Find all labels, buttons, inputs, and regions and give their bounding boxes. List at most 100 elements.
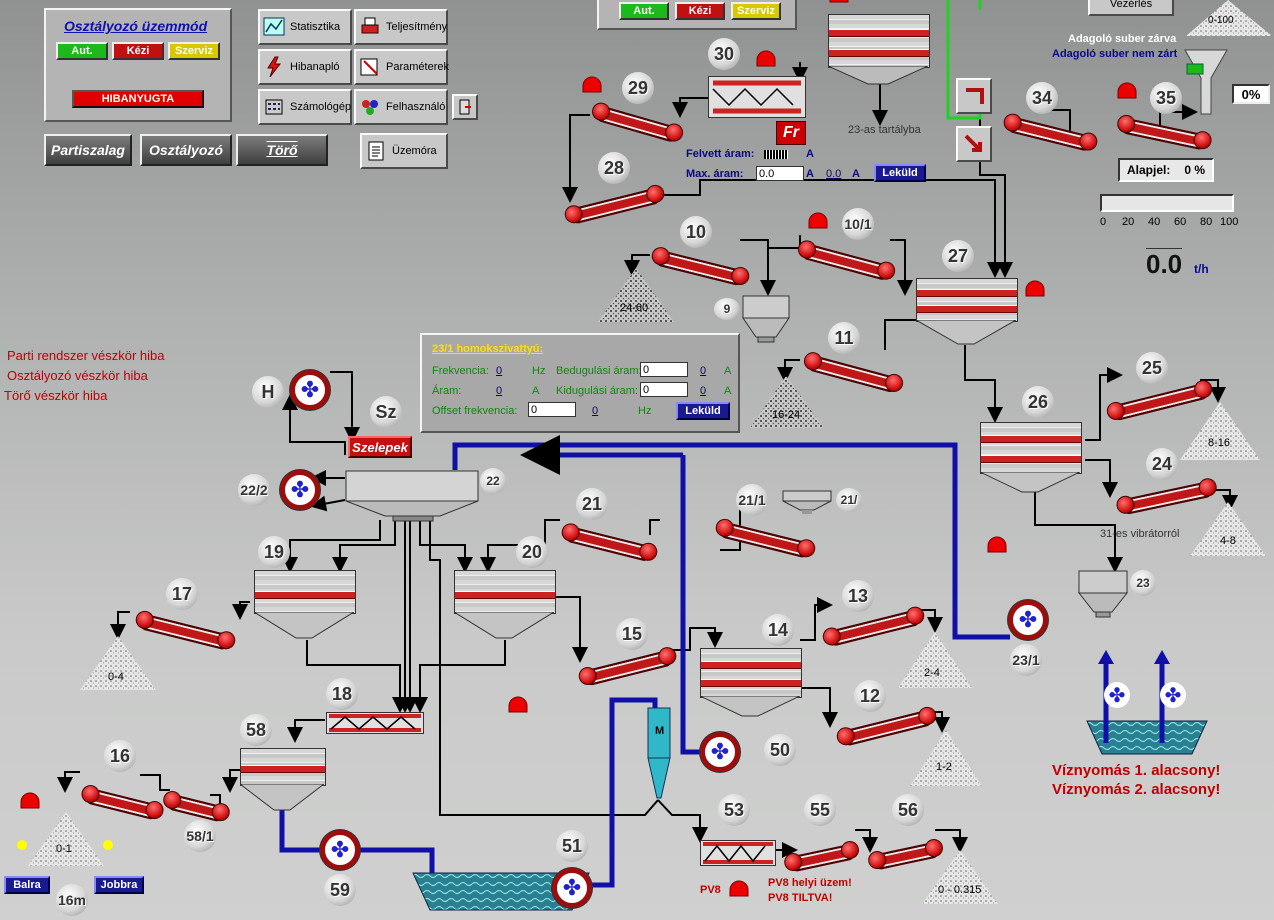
valve-open-button[interactable] (956, 78, 992, 114)
statistics-button[interactable]: Statisztika (258, 9, 352, 45)
user-button[interactable]: Felhasználó (354, 89, 448, 125)
parameters-button[interactable]: Paraméterek (354, 49, 449, 85)
screen-14[interactable] (700, 648, 802, 698)
pile-0-1: 0-1 (56, 843, 72, 855)
calculator-button[interactable]: Számológép (258, 89, 352, 125)
calculator-label: Számológép (290, 101, 352, 113)
id-22: 22 (480, 468, 506, 494)
feeder-funnel[interactable] (1183, 48, 1229, 116)
pump-51[interactable]: ✤ (552, 868, 592, 908)
fan-icon: ✤ (1018, 607, 1038, 632)
manual-mode-button[interactable]: Kézi (112, 42, 164, 60)
hopper-14 (700, 696, 800, 717)
id-27: 27 (942, 240, 974, 272)
bin-23[interactable] (1078, 570, 1128, 620)
pump-h[interactable]: ✤ (290, 370, 330, 410)
screen-27[interactable] (916, 278, 1018, 322)
id-23-1: 23/1 (1010, 644, 1042, 676)
pump-23-1[interactable]: ✤ (1008, 600, 1048, 640)
user-label: Felhasználó (386, 101, 446, 113)
pump-50[interactable]: ✤ (700, 732, 740, 772)
pump-59[interactable]: ✤ (320, 830, 360, 870)
screen-19[interactable] (254, 570, 356, 614)
id-22-2: 22/2 (238, 474, 270, 506)
pile-0-4: 0-4 (108, 671, 124, 683)
block-current-value: 0 (700, 365, 707, 377)
fault-log-button[interactable]: Hibanapló (258, 49, 352, 85)
setpoint-slider[interactable] (1100, 194, 1234, 212)
unblock-current-value: 0 (700, 385, 707, 397)
sand-pump-send-button[interactable]: Leküld (676, 402, 730, 420)
mill-18[interactable] (326, 712, 424, 734)
id-13: 13 (842, 580, 874, 612)
top-manual-button[interactable]: Kézi (675, 2, 725, 20)
performance-button[interactable]: Teljesítmény (354, 9, 448, 45)
fan-icon-water-1: ✤ (1104, 682, 1130, 708)
fan-icon: ✤ (300, 377, 320, 402)
bin-21[interactable] (782, 490, 832, 516)
control-button[interactable]: Vezérlés (1088, 0, 1174, 16)
scale-60: 60 (1174, 216, 1187, 228)
sixteen-m-badge: 16m (56, 884, 88, 916)
screen-26[interactable] (980, 422, 1082, 474)
id-19: 19 (258, 536, 290, 568)
service-mode-button[interactable]: Szerviz (168, 42, 220, 60)
tab-osztalyozo[interactable]: Osztályozó (140, 134, 232, 166)
mill-30[interactable] (708, 76, 806, 118)
valves-button[interactable]: Szelepek (348, 436, 412, 458)
hydrocyclone-label: M (655, 725, 665, 737)
left-button[interactable]: Balra (4, 876, 50, 894)
current-unit: A (806, 148, 814, 160)
valve-close-button[interactable] (956, 126, 992, 162)
auto-mode-button[interactable]: Aut. (56, 42, 108, 60)
id-17: 17 (166, 578, 198, 610)
screen-top[interactable] (828, 14, 930, 68)
right-button[interactable]: Jobbra (94, 876, 144, 894)
hydrocyclone-m[interactable] (645, 706, 673, 808)
pv8-disabled-msg: PV8 TILTVA! (768, 892, 833, 904)
hopper-27 (916, 320, 1016, 345)
pile-0-100: 0-100 (1208, 15, 1234, 26)
logout-button[interactable] (452, 94, 478, 120)
water-pressure-msg-2: Víznyomás 2. alacsony! (1052, 781, 1221, 798)
max-current-input[interactable] (756, 166, 804, 181)
screen-20[interactable] (454, 570, 556, 614)
block-current-unit: A (724, 365, 732, 377)
id-16: 16 (104, 740, 136, 772)
classifier-22[interactable] (345, 470, 480, 522)
screen-58[interactable] (240, 748, 326, 786)
offset-label: Offset frekvencia: (432, 405, 518, 417)
parameters-label: Paraméterek (386, 61, 449, 73)
fan-icon: ✤ (562, 875, 582, 900)
max-current-label: Max. áram: (686, 168, 744, 180)
pump-22-2[interactable]: ✤ (280, 470, 320, 510)
fan-icon: ✤ (330, 837, 350, 862)
operating-hours-button[interactable]: Üzemóra (360, 133, 448, 169)
id-18: 18 (326, 678, 358, 710)
top-service-button[interactable]: Szerviz (731, 2, 781, 20)
vibro-label: 31-es vibrátorról (1100, 528, 1180, 540)
tab-partiszalag[interactable]: Partiszalag (44, 134, 132, 166)
id-24: 24 (1146, 448, 1178, 480)
unblock-current-input[interactable] (640, 382, 688, 397)
block-current-input[interactable] (640, 362, 688, 377)
offset-input[interactable] (528, 402, 576, 417)
top-auto-button[interactable]: Aut. (619, 2, 669, 20)
id-23: 23 (1130, 570, 1156, 596)
fr-indicator[interactable]: Fr (776, 121, 806, 145)
mill-53[interactable] (700, 840, 776, 866)
scale-100: 100 (1220, 216, 1239, 228)
bin-9[interactable] (742, 295, 790, 345)
send-current-button[interactable]: Leküld (874, 164, 926, 182)
fault-reset-button[interactable]: HIBANYUGTA (72, 90, 204, 108)
tab-toro[interactable]: Törő (236, 134, 328, 166)
id-10-1: 10/1 (842, 208, 874, 240)
hopper-58 (240, 784, 324, 811)
document-icon (368, 141, 384, 161)
id-55: 55 (804, 794, 836, 826)
id-35: 35 (1150, 82, 1182, 114)
fault-log-label: Hibanapló (290, 61, 340, 73)
pile-24-60: 24-60 (620, 302, 649, 314)
mode-panel: Osztályozó üzemmód Aut. Kézi Szerviz HIB… (44, 8, 232, 122)
id-28: 28 (598, 152, 630, 184)
